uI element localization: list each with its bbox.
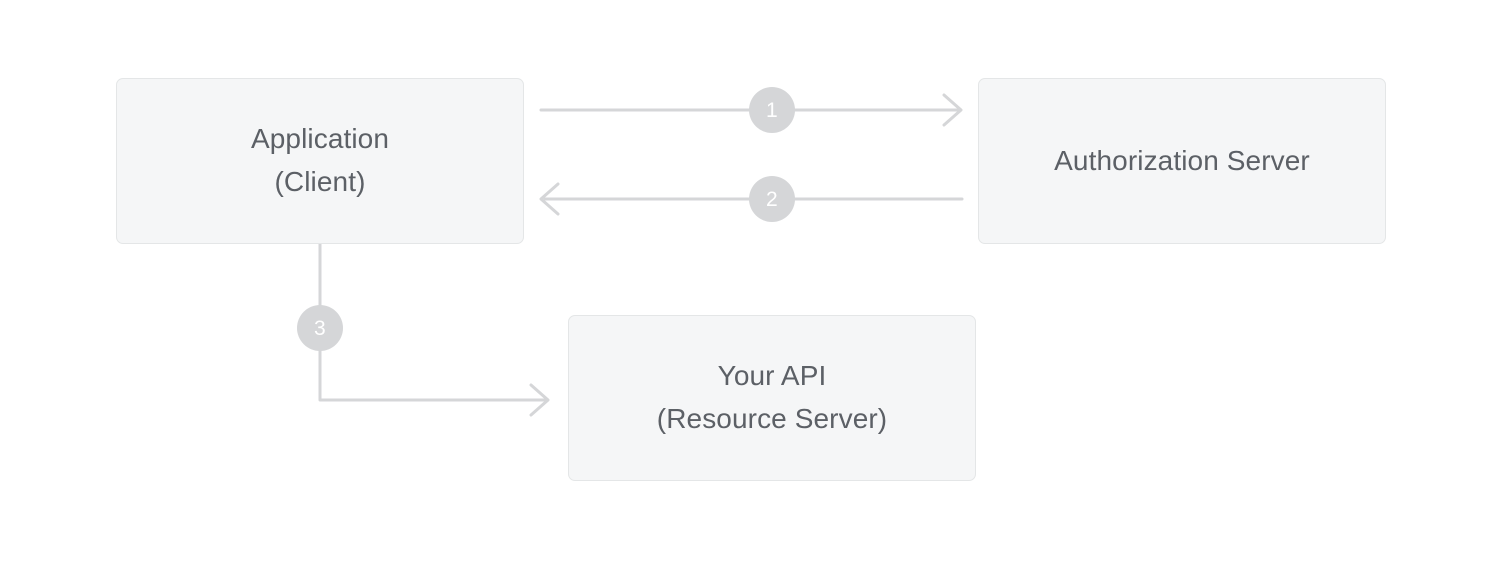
step-badge-1-label: 1 xyxy=(766,98,778,122)
node-application-label-line1: Application xyxy=(250,123,390,155)
edge-2-arrowhead-icon xyxy=(539,182,560,216)
node-authorization-server-label-line1: Authorization Server xyxy=(1054,144,1310,176)
edge-3-arrowhead-icon xyxy=(529,383,550,417)
node-application[interactable]: Application (Client) xyxy=(116,78,524,244)
node-your-api[interactable]: Your API (Resource Server) xyxy=(568,315,976,481)
step-badge-3: 3 xyxy=(297,305,343,351)
edge-1-arrowhead-icon xyxy=(942,93,963,127)
step-badge-3-label: 3 xyxy=(314,316,326,340)
edge-3-line xyxy=(318,242,547,402)
node-authorization-server[interactable]: Authorization Server xyxy=(978,78,1386,244)
step-badge-2: 2 xyxy=(749,176,795,222)
step-badge-2-label: 2 xyxy=(766,187,778,211)
node-your-api-label-line2: (Resource Server) xyxy=(656,403,888,434)
node-your-api-label-line1: Your API xyxy=(717,360,827,392)
step-badge-1: 1 xyxy=(749,87,795,133)
node-application-label-line2: (Client) xyxy=(274,166,366,197)
